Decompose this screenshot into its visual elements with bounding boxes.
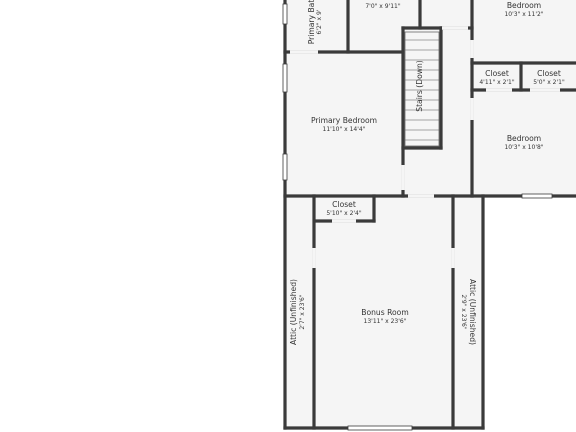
floor-fills [284,0,576,430]
stair-treads [404,31,440,147]
bonus-room-dims: 13'11" x 23'6" [364,318,407,325]
room-labels: Primary Bat 6'2" x 9' 7'0" x 9'11" Bedro… [289,0,565,345]
stairs-name: Stairs (Down) [415,60,424,112]
attic-right-label: Attic (Unfinished) 2'9" x 23'6" [460,279,477,345]
bedroom-top-dims: 10'3" x 11'2" [504,11,543,18]
closet-right-dims: 5'0" x 2'1" [533,79,565,86]
stairs-label: Stairs (Down) [415,60,424,112]
attic-left-name: Attic (Unfinished) [289,279,298,345]
attic-left-label: Attic (Unfinished) 2'7" x 23'6" [289,279,306,345]
attic-right-dims: 2'9" x 23'6" [460,294,467,330]
closet-left-name: Closet [485,69,509,78]
closet-bonus-dims: 5'10" x 2'4" [326,210,362,217]
attic-right-name: Attic (Unfinished) [468,279,477,345]
primary-bedroom-name: Primary Bedroom [311,116,377,125]
closet-left-dims: 4'11" x 2'1" [479,79,515,86]
windows [282,3,553,431]
small-room-dims: 7'0" x 9'11" [365,3,401,10]
bonus-room-name: Bonus Room [361,308,408,317]
bedroom-top-name: Bedroom [507,1,541,10]
bedroom-right-name: Bedroom [507,134,541,143]
primary-bedroom-dims: 11'10" x 14'4" [323,126,366,133]
primary-bath-dims: 6'2" x 9' [316,9,323,34]
closet-bonus-name: Closet [332,200,356,209]
primary-bath-label: Primary Bat 6'2" x 9' [307,0,323,44]
closet-right-name: Closet [537,69,561,78]
attic-left-dims: 2'7" x 23'6" [299,294,306,330]
primary-bath-name: Primary Bat [307,0,316,44]
door-openings [290,26,560,268]
bedroom-right-dims: 10'3" x 10'8" [504,144,543,151]
